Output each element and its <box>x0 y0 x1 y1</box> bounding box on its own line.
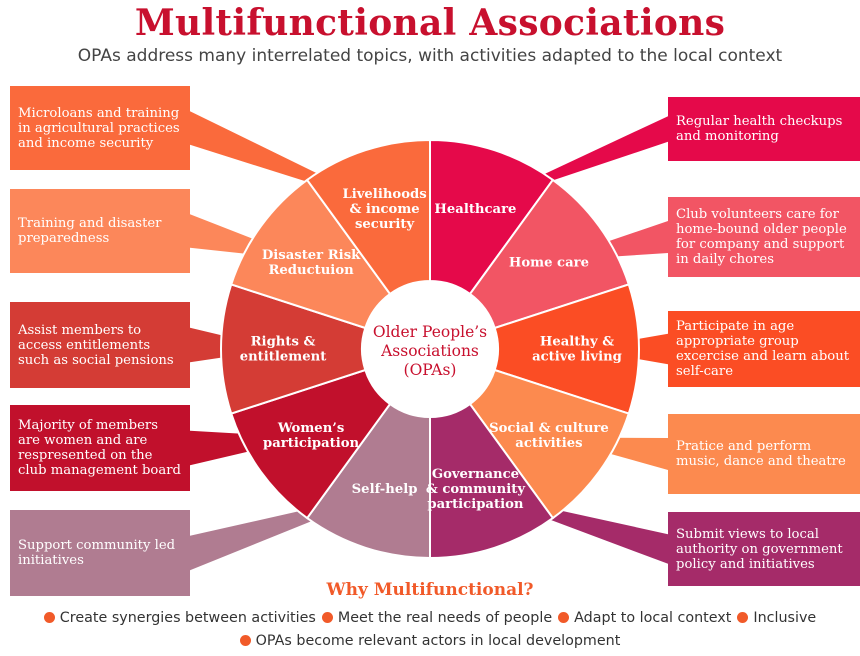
page-subtitle: OPAs address many interrelated topics, w… <box>77 46 783 66</box>
callout-healthy-active-living: Participate in age appropriate group exc… <box>668 311 860 387</box>
callout-rights-entitlement: Assist members to access entitlements su… <box>10 302 190 388</box>
callout-self-help: Support community led initiatives <box>10 510 190 596</box>
callout-governance: Submit views to local authority on gover… <box>668 512 860 586</box>
page-title: Multifunctional Associations <box>134 2 726 44</box>
reason-item: OPAs become relevant actors in local dev… <box>239 633 620 649</box>
bullet-dot-icon <box>239 635 251 646</box>
sector-livelihoods <box>305 138 431 296</box>
center-circle <box>363 282 497 416</box>
callout-pointer-governance <box>476 492 668 564</box>
bullet-dot-icon <box>737 612 749 623</box>
sector-label-healthcare: Healthcare <box>434 202 516 217</box>
sector-label-healthy-active-living: Healthy &active living <box>532 335 622 365</box>
why-multifunctional-heading: Why Multifunctional? <box>326 580 534 600</box>
callout-healthcare: Regular health checkups and monitoring <box>668 97 860 161</box>
callout-livelihoods: Microloans and training in agricultural … <box>10 86 190 170</box>
reasons-row-2: OPAs become relevant actors in local dev… <box>0 633 860 649</box>
reasons-row-1: Create synergies between activities Meet … <box>0 610 860 626</box>
reason-item: Adapt to local context <box>558 610 731 626</box>
reason-item: Inclusive <box>737 610 816 626</box>
bullet-dot-icon <box>43 612 55 623</box>
bullet-dot-icon <box>321 612 333 623</box>
reason-item: Meet the real needs of people <box>321 610 552 626</box>
callout-disaster-risk: Training and disaster preparedness <box>10 189 190 273</box>
reason-item: Create synergies between activities <box>43 610 316 626</box>
callout-womens-participation: Majority of members are women and are re… <box>10 405 190 491</box>
sector-label-self-help: Self-help <box>352 482 418 497</box>
callout-home-care: Club volunteers care for home-bound olde… <box>668 197 860 277</box>
bullet-dot-icon <box>558 612 570 623</box>
callout-social-culture: Pratice and perform music, dance and the… <box>668 414 860 494</box>
sector-label-rights-entitlement: Rights &entitlement <box>240 335 328 365</box>
sector-label-home-care: Home care <box>509 256 589 271</box>
